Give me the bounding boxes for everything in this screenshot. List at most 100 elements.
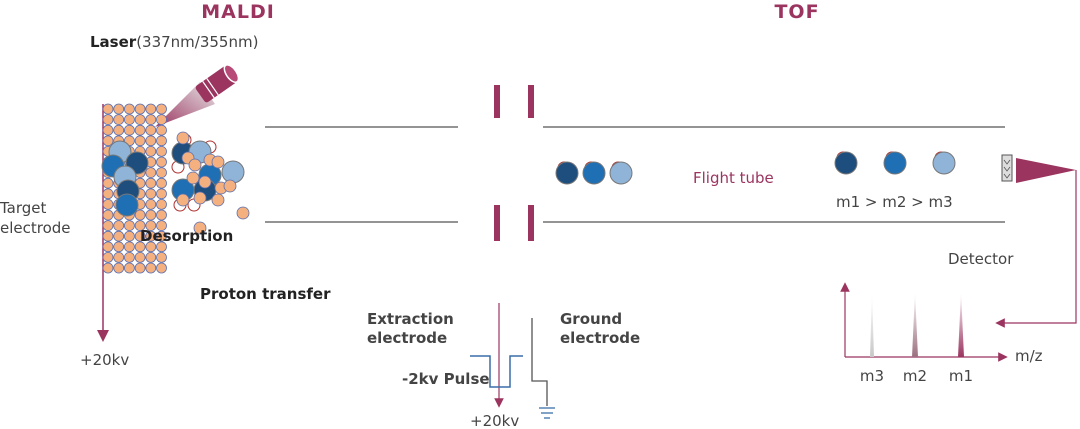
matrix-particle: [134, 220, 146, 232]
extraction-electrode-label-2: electrode: [367, 329, 447, 347]
matrix-particle: [134, 209, 146, 221]
ion: [609, 161, 633, 185]
matrix-particle: [102, 220, 114, 232]
peak-label-m2: m2: [903, 367, 927, 385]
desorbed-matrix: [211, 155, 225, 169]
matrix-particle: [102, 262, 114, 274]
matrix-particle: [156, 124, 167, 136]
matrix-particle: [156, 167, 167, 179]
matrix-particle: [145, 177, 157, 189]
ground-wire: [531, 318, 548, 406]
extraction-electrode-label: Extraction: [367, 310, 454, 328]
desorbed-particles: [171, 131, 250, 235]
pulse-waveform: [470, 355, 523, 388]
matrix-particle: [102, 188, 114, 200]
ion: [883, 151, 907, 175]
desorbed-molecule: [221, 160, 245, 184]
tof-title: TOF: [774, 1, 819, 23]
matrix-particle: [145, 198, 157, 210]
flight-tube: [265, 126, 1005, 223]
detector-label: Detector: [948, 250, 1014, 268]
detector-signal-cone: [1016, 158, 1076, 183]
peak-m2: [912, 292, 918, 357]
matrix-particle: [113, 251, 125, 263]
matrix-particle: [145, 230, 157, 242]
matrix-particle: [145, 209, 157, 221]
matrix-particle: [102, 241, 114, 253]
ion: [834, 151, 858, 175]
desorbed-matrix: [176, 193, 190, 207]
matrix-particle: [123, 103, 135, 115]
matrix-particle: [145, 124, 157, 136]
matrix-particle: [123, 220, 135, 232]
matrix-particle: [156, 135, 167, 147]
mass-order-label: m1 > m2 > m3: [836, 193, 953, 211]
peak-m3: [870, 292, 874, 357]
matrix-particle: [113, 230, 125, 242]
target-electrode-label-2: electrode: [0, 219, 71, 237]
matrix-particle: [134, 135, 146, 147]
matrix-particle: [145, 262, 157, 274]
matrix-particle: [156, 177, 167, 189]
maldi-title: MALDI: [201, 1, 275, 23]
matrix-particle: [156, 209, 167, 221]
analyte-molecule: [115, 193, 139, 217]
matrix-particle: [145, 167, 157, 179]
matrix-particle: [113, 241, 125, 253]
ions: [555, 151, 956, 185]
matrix-particle: [123, 241, 135, 253]
matrix-particle: [102, 114, 114, 125]
matrix-particle: [145, 145, 157, 157]
ground-symbol-icon: [539, 407, 555, 419]
peak-label-m1: m1: [949, 367, 973, 385]
matrix-particle: [145, 251, 157, 263]
pulse-label: -2kv Pulse: [402, 370, 490, 388]
matrix-particle: [156, 198, 167, 210]
matrix-particle: [113, 103, 125, 115]
target-electrode-label: Target: [0, 199, 47, 217]
desorbed-matrix: [176, 131, 190, 145]
detector-icon: [1001, 154, 1013, 182]
matrix-particle: [145, 114, 157, 125]
matrix-particle: [156, 188, 167, 200]
matrix-grid: [101, 103, 167, 274]
matrix-particle: [123, 230, 135, 242]
ground-electrode-label-2: electrode: [560, 329, 640, 347]
ground-electrode-label: Ground: [560, 310, 622, 328]
matrix-particle: [134, 103, 146, 115]
electrode-plates: [494, 85, 534, 241]
matrix-particle: [145, 103, 157, 115]
ion: [932, 151, 956, 175]
matrix-particle: [134, 230, 146, 242]
matrix-particle: [134, 124, 146, 136]
desorbed-matrix: [211, 193, 225, 207]
desorbed-matrix: [186, 171, 200, 185]
matrix-particle: [156, 251, 167, 263]
mz-label: m/z: [1015, 347, 1043, 365]
matrix-particle: [102, 209, 114, 221]
matrix-particle: [156, 262, 167, 274]
matrix-particle: [156, 103, 167, 115]
desorbed-matrix: [193, 191, 207, 205]
matrix-particle: [156, 230, 167, 242]
matrix-particle: [156, 241, 167, 253]
matrix-particle: [113, 114, 125, 125]
matrix-particle: [102, 230, 114, 242]
matrix-particle: [123, 114, 135, 125]
matrix-particle: [145, 135, 157, 147]
matrix-particle: [102, 103, 114, 115]
signal-wire: [995, 170, 1077, 328]
proton-transfer-label: Proton transfer: [200, 285, 331, 303]
matrix-particle: [102, 198, 114, 210]
matrix-particle: [156, 145, 167, 157]
peak-label-m3: m3: [860, 367, 884, 385]
matrix-particle: [134, 241, 146, 253]
matrix-particle: [145, 188, 157, 200]
desorbed-matrix: [188, 158, 202, 172]
matrix-particle: [102, 177, 114, 189]
matrix-particle: [134, 114, 146, 125]
flight-tube-label: Flight tube: [693, 169, 774, 187]
matrix-particle: [134, 262, 146, 274]
matrix-particle: [123, 251, 135, 263]
